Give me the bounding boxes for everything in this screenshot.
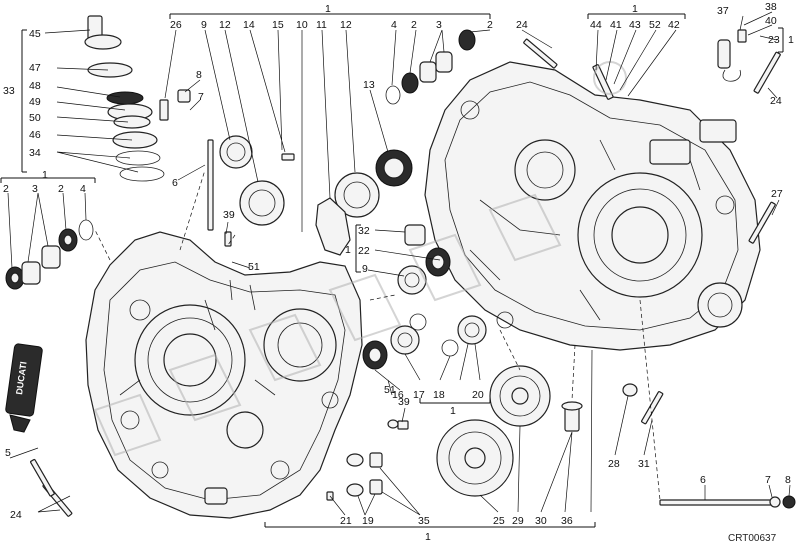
callout-1: 1 [42, 169, 48, 181]
callout-17: 17 [413, 389, 425, 401]
tube-brand-label: DUCATI [14, 361, 29, 395]
callout-50: 50 [29, 112, 41, 124]
callout-1: 1 [425, 531, 431, 543]
callout-25: 25 [493, 515, 505, 527]
callout-1: 1 [325, 3, 331, 15]
callout-37: 37 [717, 5, 729, 17]
callout-1: 1 [632, 3, 638, 15]
callout-39: 39 [223, 209, 235, 221]
callout-12: 12 [219, 19, 231, 31]
callout-40: 40 [765, 15, 777, 27]
callout-23: 23 [768, 34, 780, 46]
callout-22: 22 [358, 245, 370, 257]
callout-34: 34 [29, 147, 41, 159]
right-crankcase-half [424, 61, 761, 351]
center-bearings [219, 135, 583, 497]
callout-29: 29 [512, 515, 524, 527]
callout-8: 8 [196, 69, 202, 81]
callout-6: 6 [172, 177, 178, 189]
misc-parts: DUCATI [5, 29, 796, 517]
callout-2: 2 [58, 183, 64, 195]
callout-20: 20 [472, 389, 484, 401]
callout-26: 26 [170, 19, 182, 31]
callout-24: 24 [770, 95, 782, 107]
callout-24: 24 [10, 509, 22, 521]
callout-2: 2 [411, 19, 417, 31]
callout-14: 14 [243, 19, 255, 31]
callout-16: 16 [392, 389, 404, 401]
callout-9: 9 [362, 263, 368, 275]
callout-4: 4 [391, 19, 397, 31]
callout-19: 19 [362, 515, 374, 527]
callout-3: 3 [436, 19, 442, 31]
callout-45: 45 [29, 28, 41, 40]
callout-10: 10 [296, 19, 308, 31]
callout-labels: 1 1 1 1 1 1 1 2 2 2 2 3 3 4 4 5 6 6 7 7 … [3, 1, 794, 544]
callout-36: 36 [561, 515, 573, 527]
leader-lines [7, 11, 791, 516]
callout-39: 39 [398, 396, 410, 408]
callout-27: 27 [771, 188, 783, 200]
callout-35: 35 [418, 515, 430, 527]
callout-6: 6 [700, 474, 706, 486]
callout-9: 9 [201, 19, 207, 31]
callout-47: 47 [29, 62, 41, 74]
callout-1: 1 [450, 405, 456, 417]
callout-48: 48 [29, 80, 41, 92]
callout-21: 21 [340, 515, 352, 527]
callout-49: 49 [29, 96, 41, 108]
callout-13: 13 [363, 79, 375, 91]
callout-7: 7 [765, 474, 771, 486]
callout-8: 8 [785, 474, 791, 486]
drawing-code: CRT00637 [728, 533, 777, 544]
callout-42: 42 [668, 19, 680, 31]
callout-4: 4 [80, 183, 86, 195]
callout-30: 30 [535, 515, 547, 527]
callout-7: 7 [198, 91, 204, 103]
callout-2: 2 [3, 183, 9, 195]
callout-24: 24 [516, 19, 528, 31]
callout-12: 12 [340, 19, 352, 31]
callout-33: 33 [3, 85, 15, 97]
breather-valve-assembly [84, 15, 165, 182]
callout-44: 44 [590, 19, 602, 31]
callout-15: 15 [272, 19, 284, 31]
callout-38: 38 [765, 1, 777, 13]
callout-43: 43 [629, 19, 641, 31]
callout-3: 3 [32, 183, 38, 195]
callout-51: 51 [248, 261, 260, 273]
callout-31: 31 [638, 458, 650, 470]
callout-28: 28 [608, 458, 620, 470]
callout-32: 32 [358, 225, 370, 237]
callout-11: 11 [316, 19, 327, 31]
callout-5: 5 [5, 447, 11, 459]
group-brackets [0, 13, 784, 528]
callout-18: 18 [433, 389, 445, 401]
callout-46: 46 [29, 129, 41, 141]
top-seal-row [385, 29, 476, 105]
left-bearing-row [5, 219, 94, 290]
callout-41: 41 [610, 19, 622, 31]
dashed-alignment-lines [94, 169, 661, 501]
callout-1: 1 [345, 244, 351, 256]
callout-51: 51 [384, 384, 396, 396]
callout-1: 1 [788, 34, 794, 46]
callout-52: 52 [649, 19, 661, 31]
callout-2: 2 [487, 19, 493, 31]
